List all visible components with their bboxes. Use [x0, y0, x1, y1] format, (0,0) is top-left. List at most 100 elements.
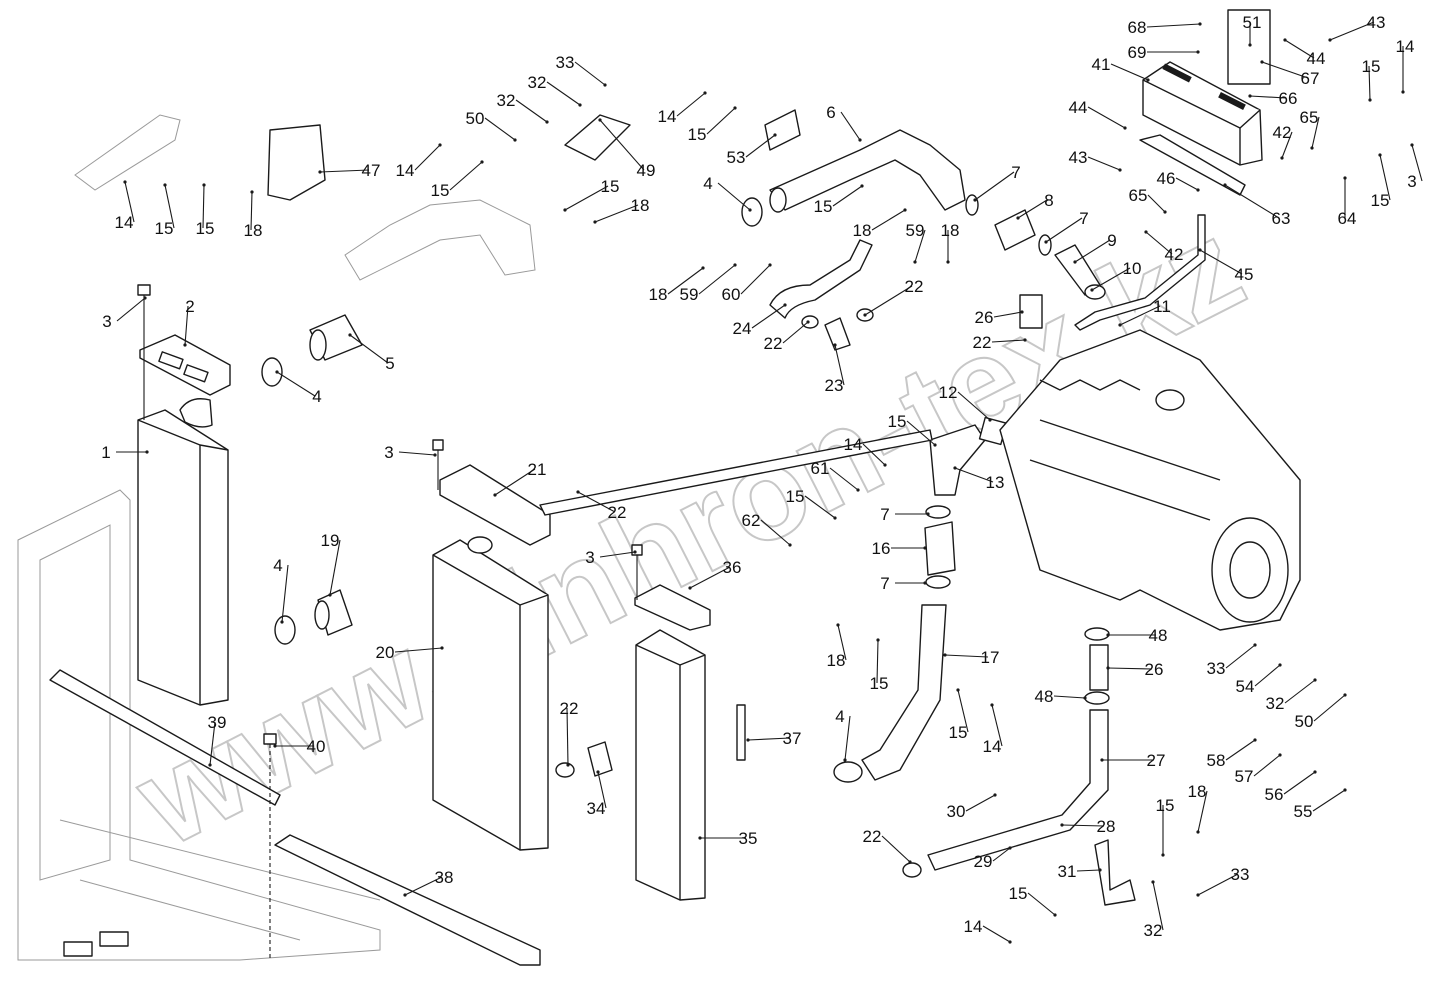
- leader-end: [1253, 643, 1257, 647]
- leader-line: [991, 704, 1003, 747]
- clamp-4-mid: [274, 615, 296, 645]
- leader-end: [593, 220, 597, 224]
- leader-line: [782, 321, 809, 344]
- leader-line: [398, 451, 436, 456]
- leader-end: [440, 646, 444, 650]
- callout-18: 18: [1188, 782, 1208, 834]
- pipe-17: [861, 604, 947, 781]
- leader-end: [913, 260, 917, 264]
- clamp-4-upper: [741, 197, 763, 227]
- leader-end: [1313, 770, 1317, 774]
- leader-line: [597, 771, 607, 809]
- leader-end: [275, 370, 279, 374]
- callout-number: 32: [1144, 921, 1163, 940]
- callout-number: 14: [115, 213, 134, 232]
- leader-line: [837, 624, 847, 661]
- leader-line: [965, 794, 996, 812]
- callout-22: 22: [863, 277, 923, 317]
- callout-68: 68: [1128, 18, 1202, 37]
- callout-7: 7: [880, 505, 930, 524]
- callout-42: 42: [1144, 230, 1183, 264]
- leader-end: [1368, 98, 1372, 102]
- callout-34: 34: [587, 770, 607, 818]
- leader-end: [566, 763, 570, 767]
- leader-end: [273, 744, 277, 748]
- callout-31: 31: [1058, 862, 1102, 881]
- callout-number: 36: [723, 558, 742, 577]
- leader-end: [768, 263, 772, 267]
- leader-line: [1284, 39, 1315, 59]
- callout-number: 62: [742, 511, 761, 530]
- bracket-36: [634, 584, 711, 631]
- leader-line: [957, 689, 969, 733]
- callout-33: 33: [1196, 865, 1249, 897]
- leader-line: [1017, 199, 1048, 219]
- callout-number: 58: [1207, 751, 1226, 770]
- callout-number: 22: [608, 503, 627, 522]
- callout-4: 4: [703, 174, 752, 212]
- leader-end: [183, 343, 187, 347]
- clamp-10: [1084, 284, 1106, 300]
- leader-line: [1152, 881, 1164, 931]
- leader-end: [1310, 146, 1314, 150]
- callout-15: 15: [1009, 884, 1057, 917]
- leader-line: [1254, 664, 1281, 687]
- callout-number: 26: [975, 308, 994, 327]
- callout-4: 4: [273, 556, 289, 624]
- callout-number: 20: [376, 643, 395, 662]
- leader-line: [1091, 267, 1131, 291]
- callout-number: 47: [362, 161, 381, 180]
- callout-number: 59: [906, 221, 925, 240]
- leader-line: [954, 467, 994, 483]
- leader-end: [1278, 663, 1282, 667]
- callout-50: 50: [466, 109, 517, 142]
- callout-number: 8: [1044, 191, 1053, 210]
- callout-number: 51: [1243, 13, 1262, 32]
- leader-end: [1023, 338, 1027, 342]
- bracket-31: [1094, 839, 1136, 906]
- callout-33: 33: [1207, 643, 1257, 678]
- callout-10: 10: [1090, 259, 1141, 292]
- leader-line: [566, 707, 569, 766]
- callout-48: 48: [1106, 626, 1167, 645]
- leader-end: [208, 763, 212, 767]
- leader-end: [1410, 143, 1414, 147]
- callout-number: 32: [497, 91, 516, 110]
- leader-end: [563, 208, 567, 212]
- leader-end: [1106, 666, 1110, 670]
- hose-8: [994, 209, 1036, 251]
- callout-65: 65: [1300, 108, 1320, 150]
- leader-end: [633, 550, 637, 554]
- callout-29: 29: [974, 846, 1012, 871]
- callout-8: 8: [1016, 191, 1054, 220]
- callout-51: 51: [1243, 13, 1262, 47]
- callout-13: 13: [953, 466, 1004, 492]
- leader-line: [599, 551, 636, 558]
- callout-17: 17: [943, 648, 999, 667]
- leader-line: [914, 229, 926, 263]
- callout-15: 15: [563, 177, 619, 212]
- callout-number: 18: [244, 221, 263, 240]
- leader-end: [1378, 153, 1382, 157]
- leader-line: [1087, 156, 1121, 171]
- callout-63: 63: [1223, 183, 1290, 228]
- callout-65: 65: [1129, 186, 1167, 214]
- leader-end: [988, 418, 992, 422]
- callout-number: 15: [814, 197, 833, 216]
- leader-end: [843, 758, 847, 762]
- callout-number: 24: [733, 319, 752, 338]
- leader-end: [596, 770, 600, 774]
- leader-end: [1253, 738, 1257, 742]
- leader-end: [1196, 50, 1200, 54]
- callout-14: 14: [964, 917, 1012, 944]
- leader-line: [1197, 790, 1208, 833]
- leader-line: [760, 519, 791, 546]
- leader-end: [328, 593, 332, 597]
- callout-number: 4: [273, 556, 282, 575]
- callout-number: 4: [312, 387, 321, 406]
- callout-number: 66: [1279, 89, 1298, 108]
- ring-7-b: [1038, 234, 1052, 256]
- leader-line: [1283, 771, 1316, 795]
- leader-end: [836, 623, 840, 627]
- callout-number: 54: [1236, 677, 1255, 696]
